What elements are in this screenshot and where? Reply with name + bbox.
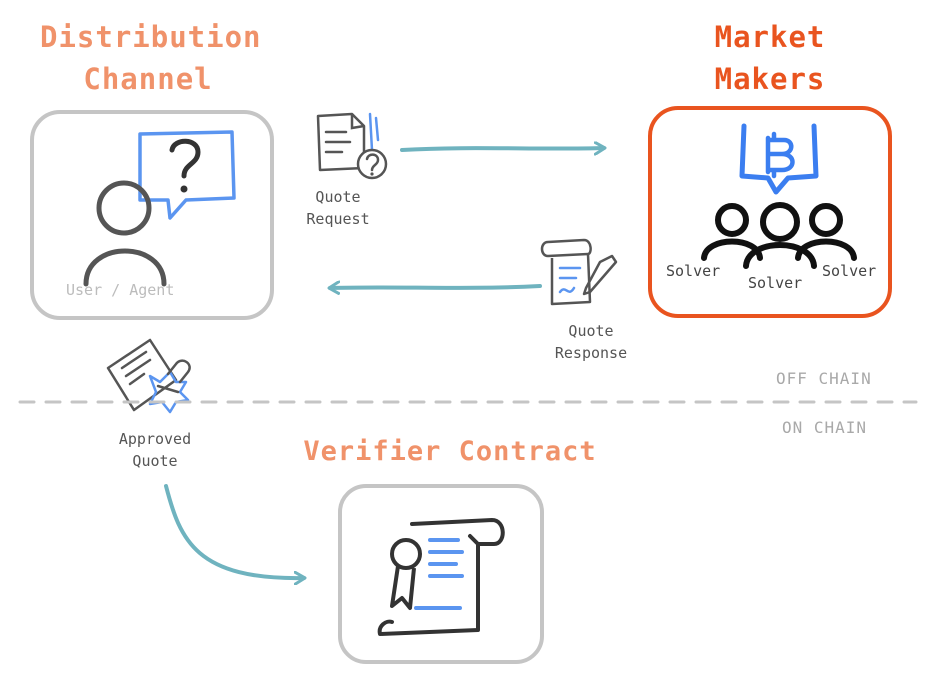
user-icon [83, 180, 167, 287]
approved-quote-icon [106, 338, 191, 414]
question-bubble-icon [138, 130, 236, 220]
quote-response-arrow [330, 286, 542, 288]
on-chain-label: ON CHAIN [782, 418, 868, 437]
distribution-title-line2: Channel [83, 62, 213, 96]
solver-label-right: Solver [822, 262, 877, 280]
market-makers-title: Market Makers [690, 16, 850, 100]
distribution-title-line1: Distribution [40, 20, 262, 54]
quote-request-icon [316, 112, 388, 180]
quote-request-label: Quote Request [290, 186, 386, 230]
distribution-channel-title: Distribution Channel [40, 16, 262, 100]
verifier-contract-title: Verifier Contract [303, 436, 597, 467]
verifier-box [338, 484, 544, 664]
quote-response-line1: Quote [568, 322, 614, 340]
market-title-line1: Market [714, 20, 826, 54]
quote-request-line2: Request [306, 210, 370, 228]
approved-quote-label: Approved Quote [100, 428, 210, 472]
contract-scroll-icon [377, 518, 505, 636]
solvers-group-icon [701, 202, 857, 269]
solver-label-left: Solver [666, 262, 721, 280]
quote-request-line1: Quote [315, 188, 361, 206]
market-title-line2: Makers [714, 62, 826, 96]
approved-quote-line2: Quote [132, 452, 178, 470]
distribution-box [30, 110, 274, 320]
approved-quote-arrow [164, 484, 304, 578]
quote-request-arrow [400, 148, 604, 150]
quote-response-label: Quote Response [536, 320, 646, 364]
user-agent-label: User / Agent [66, 281, 175, 299]
market-makers-box [648, 106, 892, 318]
quote-response-icon [540, 238, 618, 306]
quote-response-line2: Response [554, 344, 628, 362]
approved-quote-line1: Approved [118, 430, 192, 448]
off-chain-label: OFF CHAIN [776, 369, 872, 388]
solver-label-center: Solver [748, 274, 803, 292]
bitcoin-bubble-icon [739, 123, 819, 195]
